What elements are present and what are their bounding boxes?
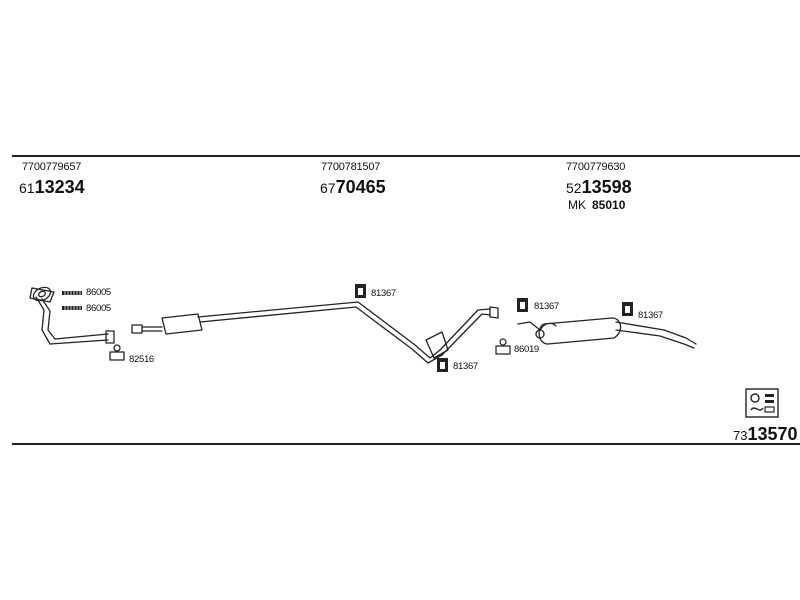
mk-kit-number: MK 85010 (568, 198, 625, 212)
part-prefix-2: 67 (320, 180, 336, 196)
hanger-rear1-icon (517, 298, 528, 312)
part-number-1: 6113234 (19, 177, 85, 198)
label-hanger-mid: 81367 (371, 288, 396, 299)
label-gasket-front: 82516 (129, 354, 154, 365)
label-hanger-rear1: 81367 (534, 301, 559, 312)
rear-silencer (517, 317, 697, 349)
clamp-ribs (64, 291, 81, 310)
part-number-3: 5213598 (566, 177, 632, 198)
mk-label: MK (568, 198, 586, 212)
part-prefix-3: 52 (566, 180, 582, 196)
oem-number-2: 7700781507 (321, 161, 381, 173)
label-clamp-rear: 86019 (514, 344, 539, 355)
label-hanger-rear2: 81367 (638, 310, 663, 321)
clamp-rear-icon (495, 338, 511, 355)
part-main-3: 13598 (581, 177, 632, 197)
part-main-2: 70465 (335, 177, 386, 197)
label-clamp-b: 86005 (86, 303, 111, 314)
part-number-2: 6770465 (320, 177, 386, 198)
part-main-1: 13234 (34, 177, 85, 197)
label-hanger-low: 81367 (453, 361, 478, 372)
clamp-icons (62, 291, 82, 310)
middle-section (131, 301, 499, 364)
kit-prefix: 73 (733, 428, 748, 443)
oem-number-3: 7700779630 (566, 161, 626, 173)
clamp-b-icon (62, 306, 82, 310)
top-divider (12, 155, 800, 157)
hanger-icons (355, 284, 633, 372)
part-prefix-1: 61 (19, 180, 35, 196)
kit-main: 13570 (747, 424, 798, 444)
mk-value: 85010 (592, 198, 626, 212)
kit-box-icon (745, 388, 779, 418)
label-clamp-a: 86005 (86, 287, 111, 298)
hanger-low-icon (437, 358, 448, 372)
clamp-a-icon (62, 291, 82, 295)
hanger-rear2-icon (622, 302, 633, 316)
bottom-divider (12, 443, 800, 445)
oem-number-1: 7700779657 (22, 161, 82, 173)
front-pipe (29, 286, 115, 345)
gasket-front-icon (109, 344, 125, 361)
kit-part-number: 7313570 (733, 424, 798, 445)
hanger-mid-icon (355, 284, 366, 298)
